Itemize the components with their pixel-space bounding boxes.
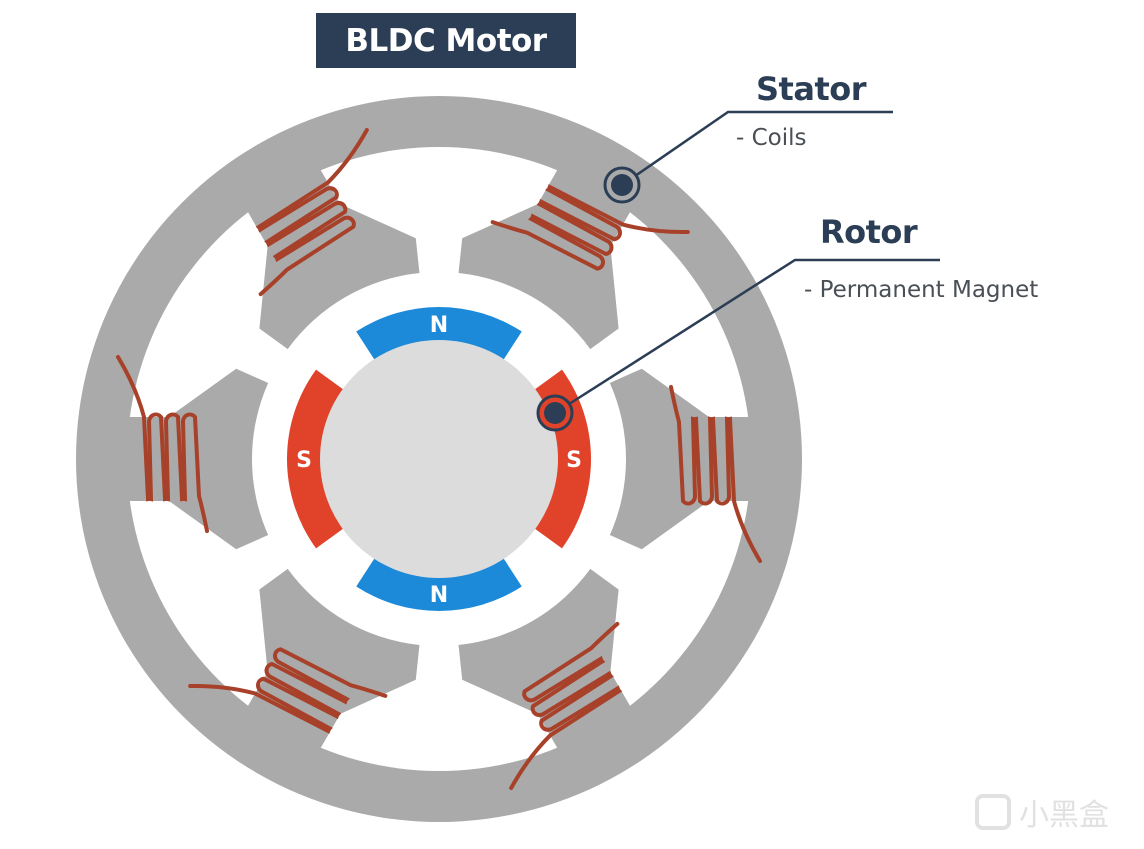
coil	[255, 128, 369, 297]
rotor-core	[320, 340, 558, 578]
rotor-detail: - Permanent Magnet	[804, 277, 1039, 303]
coil	[669, 385, 762, 563]
rotor-label: Rotor	[820, 213, 918, 251]
coil	[490, 184, 690, 271]
watermark-text: 小黑盒	[1019, 798, 1109, 833]
coil	[188, 647, 388, 734]
stator-detail: - Coils	[736, 125, 807, 151]
pole-label-top: N	[430, 313, 448, 338]
diagram-title: BLDC Motor	[345, 22, 547, 59]
coil	[116, 355, 209, 533]
rotor-callout-leader	[536, 258, 940, 432]
coil	[509, 621, 623, 790]
title-banner: BLDC Motor	[316, 13, 576, 68]
stator-callout-leader	[603, 110, 893, 204]
stator-label: Stator	[756, 70, 867, 108]
stator-coils	[116, 128, 762, 790]
watermark: 小黑盒	[975, 790, 1109, 834]
watermark-logo-icon	[975, 794, 1011, 830]
pole-label-bottom: N	[430, 583, 448, 608]
rotor: N S N S	[287, 306, 591, 611]
pole-label-left: S	[296, 448, 312, 473]
pole-label-right: S	[566, 448, 582, 473]
